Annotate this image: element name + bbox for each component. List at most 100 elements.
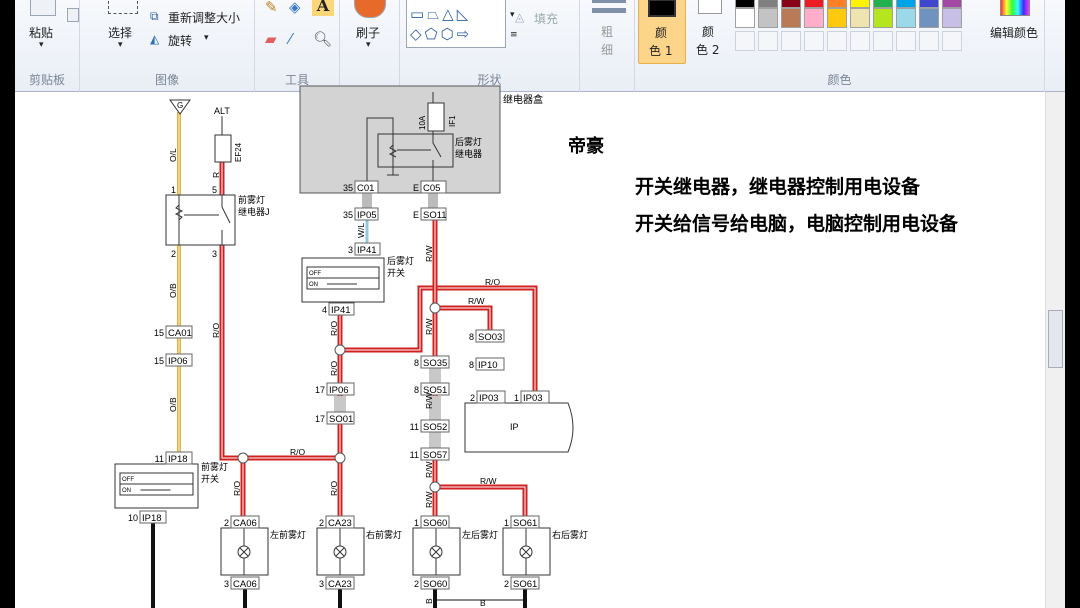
palette-empty-slot[interactable] [942, 31, 962, 51]
palette-empty-slot[interactable] [873, 31, 893, 51]
palette-swatch[interactable] [781, 8, 801, 28]
select-dropdown-icon[interactable]: ▾ [118, 40, 123, 50]
fill-button[interactable]: 填充 [534, 12, 559, 26]
vertical-scrollbar[interactable] [1045, 92, 1065, 608]
fuse-ef24-label: EF24 [234, 142, 243, 162]
resize-button[interactable]: 重新调整大小 [168, 11, 241, 25]
fill-bucket-icon[interactable]: ◈ [289, 0, 301, 16]
palette-swatch[interactable] [919, 0, 939, 8]
connector-pin: 3 [224, 579, 229, 589]
magnifier-icon[interactable]: 🔍︎ [313, 30, 333, 48]
palette-empty-slot[interactable] [827, 31, 847, 51]
switch-on-label: ON [122, 488, 131, 494]
palette-empty-slot[interactable] [758, 31, 778, 51]
connector-id: IP06 [329, 385, 349, 396]
connector-pin: 8 [414, 385, 419, 395]
color-picker-icon[interactable]: ⁄ [289, 30, 292, 48]
select-icon[interactable] [108, 0, 138, 14]
shapes-gallery[interactable]: ▭⏢△◺ ◇⬠⬡⇨ [406, 0, 506, 48]
palette-swatch[interactable] [827, 8, 847, 28]
palette-swatch[interactable] [942, 8, 962, 28]
eraser-icon[interactable]: ▰ [265, 30, 277, 48]
palette-empty-slot[interactable] [735, 31, 755, 51]
lamp-bulb-cross [431, 547, 441, 557]
connector-id: C01 [357, 183, 374, 194]
palette-swatch[interactable] [942, 0, 962, 8]
lamp-label: 右前雾灯 [366, 529, 402, 540]
splice-junction [429, 302, 441, 314]
connector [520, 390, 550, 404]
size-label-1[interactable]: 粗 [601, 25, 614, 39]
palette-swatch[interactable] [735, 0, 755, 8]
palette-swatch[interactable] [735, 8, 755, 28]
paste-icon[interactable] [30, 0, 56, 16]
palette-swatch[interactable] [758, 8, 778, 28]
palette-swatch[interactable] [896, 8, 916, 28]
brushes-button[interactable]: 刷子 [356, 26, 381, 40]
connector [476, 390, 506, 404]
connector-id: CA06 [233, 579, 257, 590]
palette-swatch[interactable] [827, 0, 847, 8]
scrollbar-thumb[interactable] [1048, 310, 1063, 368]
palette-empty-slot[interactable] [850, 31, 870, 51]
edit-colors-button[interactable]: 编辑颜色 [990, 26, 1039, 40]
connector-pin: 11 [410, 450, 419, 460]
palette-swatch[interactable] [896, 0, 916, 8]
paste-dropdown-icon[interactable]: ▾ [39, 40, 44, 50]
connector-id: SO61 [513, 579, 537, 590]
palette-swatch[interactable] [873, 8, 893, 28]
brushes-dropdown-icon[interactable]: ▾ [366, 40, 371, 50]
connector-pin: 4 [322, 305, 327, 315]
palette-swatch[interactable] [873, 0, 893, 8]
color2-button[interactable]: 颜 色 2 [690, 0, 730, 64]
palette-swatch[interactable] [804, 8, 824, 28]
palette-swatch[interactable] [850, 8, 870, 28]
color1-button[interactable]: 颜 色 1 [638, 0, 686, 64]
connector [165, 325, 193, 339]
palette-empty-slot[interactable] [804, 31, 824, 51]
connector [420, 382, 450, 396]
connector-pin: 8 [469, 332, 474, 342]
palette-swatch[interactable] [850, 0, 870, 8]
wire-color-label: R/W [424, 461, 434, 478]
palette-swatch[interactable] [919, 8, 939, 28]
palette-empty-slot[interactable] [919, 31, 939, 51]
connector-id: CA23 [328, 518, 352, 529]
connector-id: IP18 [142, 513, 162, 524]
alt-label: ALT [214, 106, 230, 116]
size-group: 粗 细 [580, 0, 635, 92]
paste-button[interactable]: 粘贴 [29, 26, 54, 40]
pencil-icon[interactable]: ✎ [265, 0, 278, 16]
connector-id: CA06 [233, 518, 257, 529]
palette-swatch[interactable] [804, 0, 824, 8]
copy-icon[interactable] [67, 8, 79, 22]
size-button[interactable]: 细 [601, 43, 614, 57]
shapes-expand-icon[interactable]: ≡ [510, 30, 518, 40]
edit-colors-icon[interactable] [1000, 0, 1030, 16]
shapes-scroll-icon[interactable]: ▾ [510, 10, 515, 20]
wire-color-label: R/W [480, 476, 497, 486]
rotate-button[interactable]: 旋转 [168, 34, 193, 48]
text-tool-icon[interactable]: A [312, 0, 334, 16]
connector-pin: 15 [154, 328, 164, 338]
color2-label-a: 颜 [702, 25, 715, 39]
connector-pin: 17 [315, 385, 325, 395]
colors-group: 颜 色 1 颜 色 2 编辑颜色 颜色 [635, 0, 1045, 92]
size-icon [592, 0, 626, 3]
shape-icons-row2[interactable]: ◇⬠⬡⇨ [410, 25, 473, 43]
shape-icons-row1[interactable]: ▭⏢△◺ [410, 5, 472, 23]
rotate-dropdown-icon[interactable]: ▾ [204, 33, 209, 43]
palette-swatch[interactable] [781, 0, 801, 8]
connector-id: IP03 [479, 393, 499, 404]
shapes-group: ▭⏢△◺ ◇⬠⬡⇨ ▾ ≡ ◬ 填充 形状 [400, 0, 580, 92]
select-button[interactable]: 选择 [108, 26, 133, 40]
connector [230, 576, 260, 590]
lamp-label: 左前雾灯 [270, 529, 306, 540]
ground-label: G [177, 101, 183, 110]
palette-empty-slot[interactable] [781, 31, 801, 51]
rear-fog-relay [377, 133, 454, 168]
wire-color-label: R/O [329, 361, 339, 377]
palette-empty-slot[interactable] [896, 31, 916, 51]
palette-swatch[interactable] [758, 0, 778, 8]
